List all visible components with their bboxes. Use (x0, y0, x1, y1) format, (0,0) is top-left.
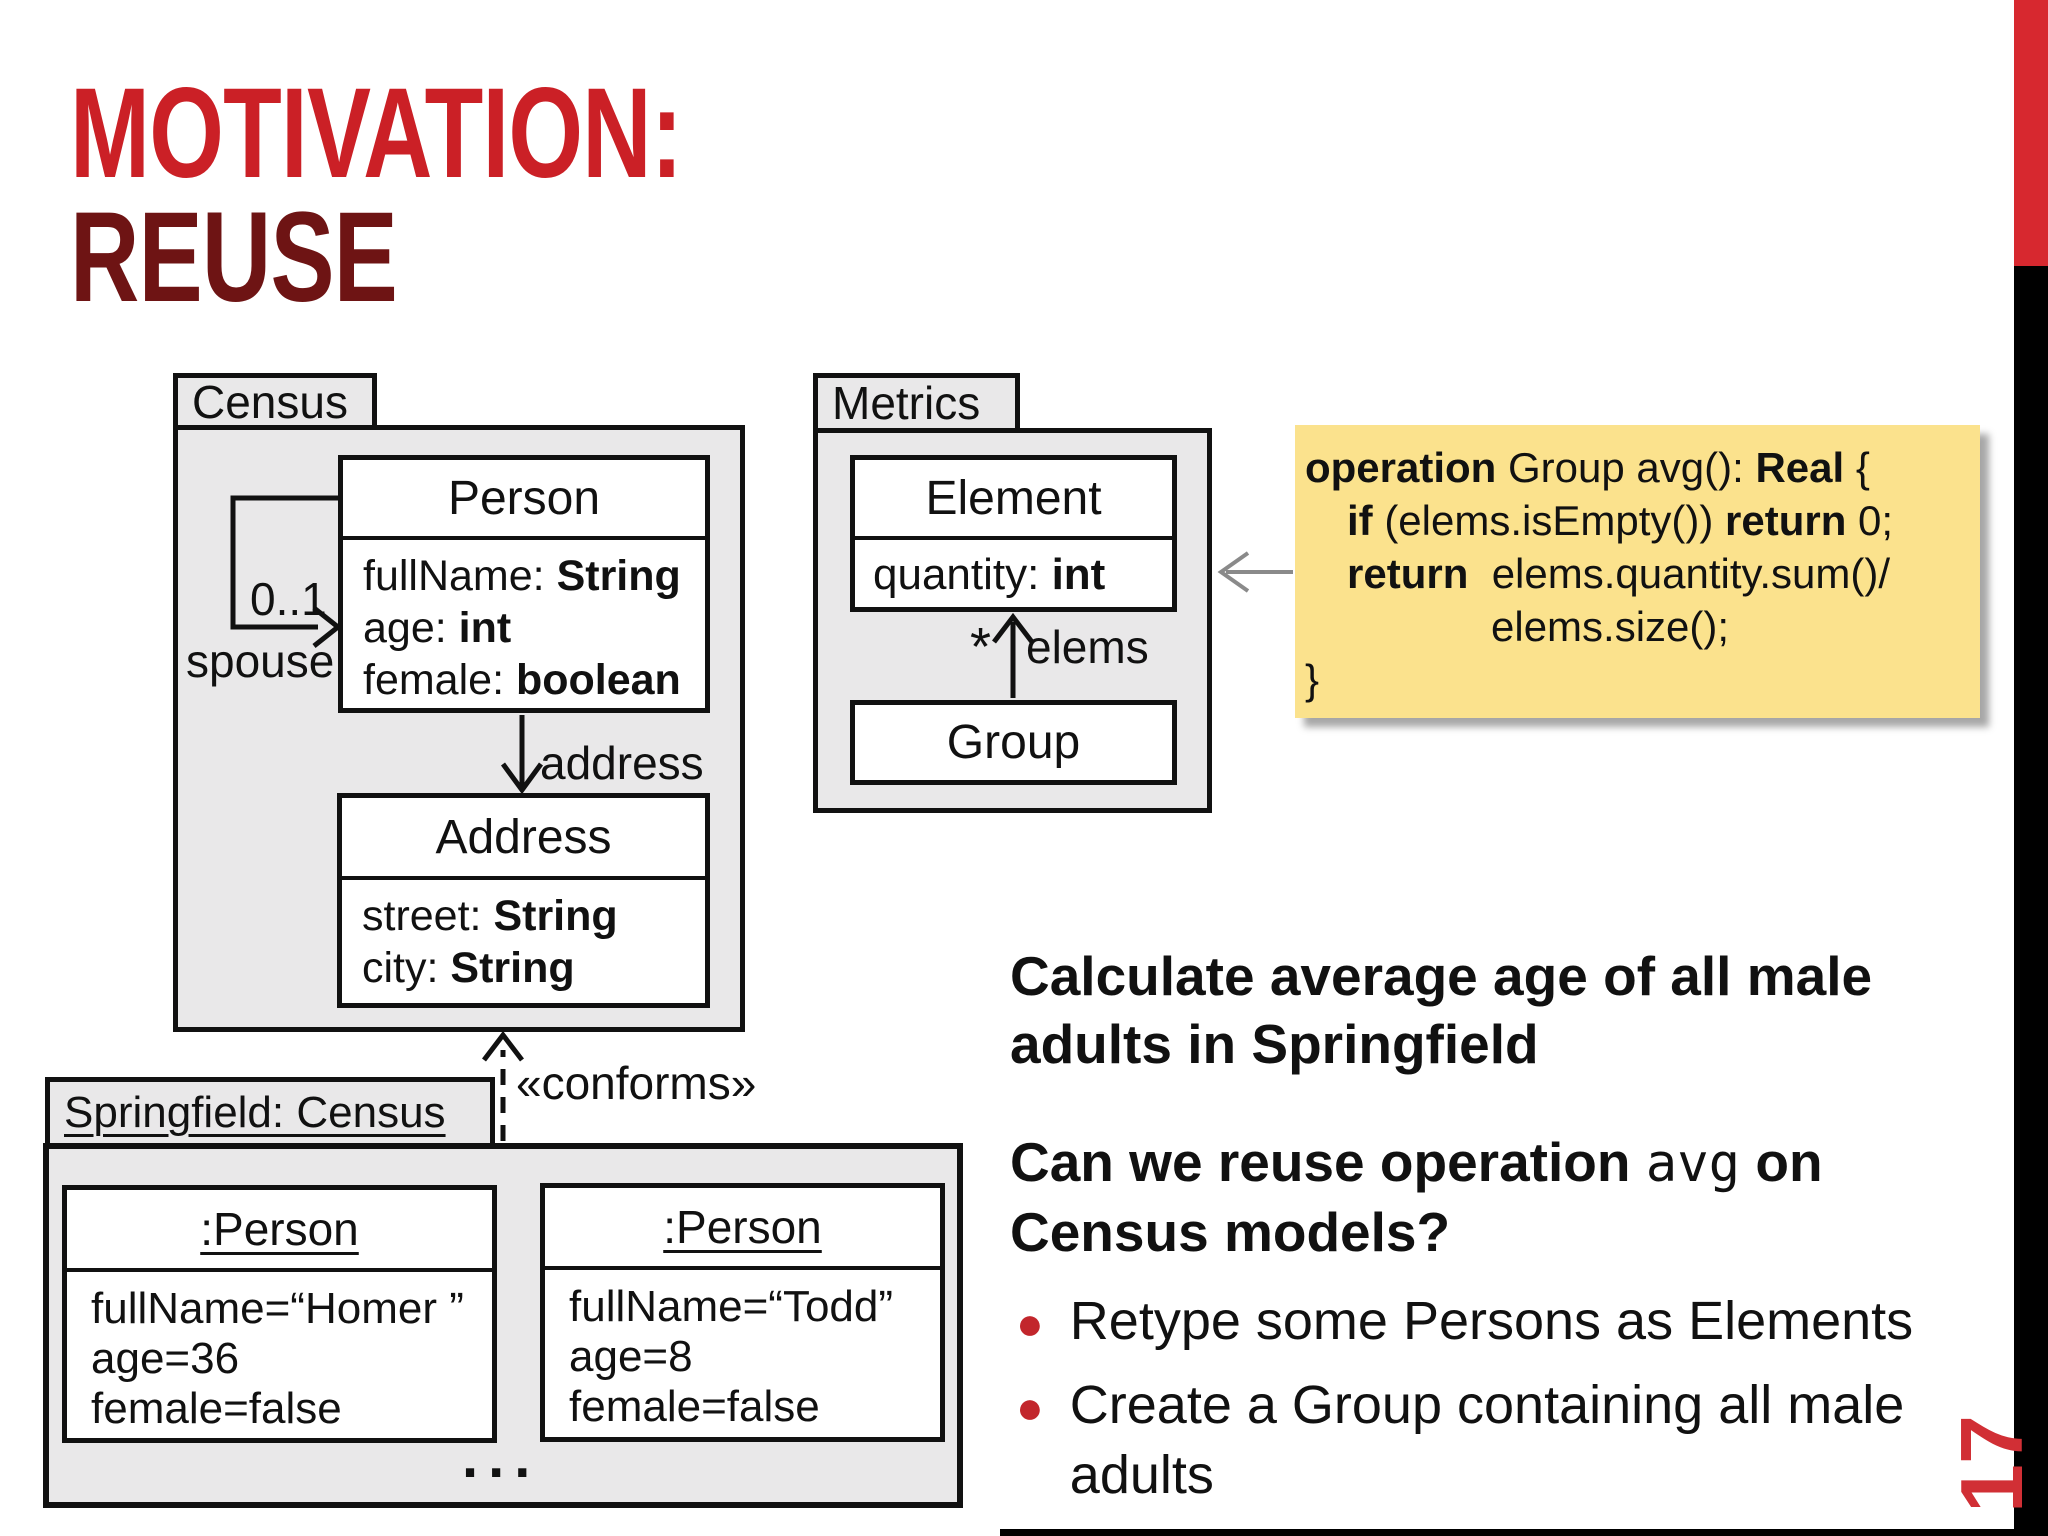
attribute-name: age: (363, 604, 459, 652)
code-text: 0; (1846, 497, 1894, 544)
paragraph-line: Calculate average age of all male (1010, 945, 1873, 1007)
person-instance-todd: :Person fullName=“Todd” age=8 female=fal… (540, 1183, 945, 1442)
bullet-list: ● Retype some Persons as Elements ● Crea… (1016, 1286, 2026, 1510)
page-title-line1: MOTIVATION: (70, 62, 683, 205)
attribute-row: city: String (362, 942, 705, 994)
metrics-package-tab: Metrics (813, 373, 1020, 429)
code-text: Group avg(): (1496, 444, 1756, 491)
list-item: ● Retype some Persons as Elements (1016, 1286, 2026, 1358)
code-keyword: if (1347, 497, 1373, 544)
instance-attribute: female=false (91, 1384, 342, 1433)
code-text: elems.size(); (1491, 603, 1730, 650)
attribute-name: fullName: (363, 552, 557, 600)
person-class-title: Person (343, 460, 705, 540)
attribute-name: quantity: (873, 550, 1052, 599)
elems-multiplicity-label: * (970, 617, 992, 677)
element-class-title: Element (855, 460, 1172, 540)
operation-code-note: operation Group avg(): Real { if (elems.… (1295, 425, 1980, 718)
note-pointer-arrow (1217, 551, 1293, 593)
page-title: MOTIVATION: REUSE (70, 62, 683, 329)
bullet-icon: ● (1016, 1381, 1044, 1433)
bullet-text: Retype some Persons as Elements (1069, 1291, 1914, 1351)
instance-attribute: female=false (569, 1382, 820, 1431)
element-class: Element quantity: int (850, 455, 1177, 612)
paragraph-text: on (1740, 1131, 1823, 1193)
attribute-row: female: boolean (363, 654, 705, 706)
question-paragraph-2: Can we reuse operation avg on Census mod… (1010, 1128, 1823, 1266)
page-title-line2: REUSE (70, 186, 398, 329)
question-paragraph-1: Calculate average age of all male adults… (1010, 942, 1872, 1078)
instance-title-text: :Person (200, 1203, 359, 1255)
paragraph-text: Can we reuse operation (1010, 1131, 1646, 1193)
code-text: elems.quantity.sum()/ (1468, 550, 1891, 597)
attribute-type: boolean (515, 656, 681, 704)
code-text: (elems.isEmpty()) (1372, 497, 1726, 544)
code-line: elems.size(); (1491, 600, 1980, 653)
instance-attribute: fullName=“Todd” (569, 1282, 894, 1331)
address-class: Address street: String city: String (337, 793, 710, 1008)
code-line: operation Group avg(): Real { (1305, 441, 1980, 494)
right-black-bar (2014, 266, 2048, 1536)
group-class-title: Group (946, 716, 1081, 769)
census-package-label: Census (192, 375, 348, 428)
instance-title-text: :Person (663, 1201, 822, 1253)
page-number: 17 (1942, 1415, 2041, 1513)
address-role-label: address (540, 737, 704, 789)
code-keyword: return (1347, 550, 1469, 597)
person-class-attributes: fullName: String age: int female: boolea… (343, 540, 705, 706)
code-keyword: return (1725, 497, 1847, 544)
springfield-package-label: Springfield: Census (64, 1087, 446, 1137)
instance-attribute: age=36 (91, 1334, 240, 1383)
springfield-package-tab: Springfield: Census (45, 1077, 495, 1143)
instance-attribute: age=8 (569, 1332, 693, 1381)
conforms-stereotype-label: «conforms» (516, 1057, 757, 1109)
bottom-black-strip (1000, 1529, 2048, 1536)
list-item: ● Create a Group containing all male adu… (1016, 1370, 2026, 1510)
attribute-name: city: (362, 944, 451, 992)
bullet-text: Create a Group containing all male adult… (1069, 1375, 1905, 1505)
code-keyword: Real (1755, 444, 1845, 491)
code-text: } (1305, 656, 1320, 703)
census-package-tab: Census (173, 373, 377, 428)
instance-attributes: fullName=“Todd” age=8 female=false (545, 1270, 940, 1432)
address-class-attributes: street: String city: String (342, 880, 705, 994)
instance-title: :Person (67, 1190, 492, 1272)
attribute-name: female: (363, 656, 516, 704)
attribute-type: int (1051, 550, 1106, 599)
attribute-name: street: (362, 892, 494, 940)
spouse-role-label: spouse (186, 635, 335, 687)
bullet-icon: ● (1016, 1297, 1044, 1349)
element-class-attributes: quantity: int (855, 540, 1172, 600)
attribute-row: street: String (362, 890, 705, 942)
inline-code-text: avg (1645, 1134, 1741, 1194)
code-line: if (elems.isEmpty()) return 0; (1347, 494, 1980, 547)
code-keyword: operation (1305, 444, 1497, 491)
person-class: Person fullName: String age: int female:… (338, 455, 710, 713)
elems-role-label: elems (1026, 621, 1149, 673)
instance-attributes: fullName=“Homer ” age=36 female=false (67, 1272, 492, 1434)
attribute-type: String (493, 892, 618, 940)
attribute-row: age: int (363, 602, 705, 654)
paragraph-line: Census models? (1010, 1201, 1451, 1263)
attribute-row: fullName: String (363, 550, 705, 602)
code-line: return elems.quantity.sum()/ (1347, 547, 1980, 600)
spouse-multiplicity-label: 0..1 (250, 573, 327, 625)
attribute-type: String (556, 552, 681, 600)
code-text: { (1844, 444, 1870, 491)
instance-title: :Person (545, 1188, 940, 1270)
right-red-bar (2014, 0, 2048, 266)
instance-attribute: fullName=“Homer ” (91, 1284, 464, 1333)
code-line: } (1305, 653, 1980, 706)
person-instance-homer: :Person fullName=“Homer ” age=36 female=… (62, 1185, 497, 1443)
paragraph-line: Can we reuse operation avg on (1010, 1128, 1823, 1198)
address-class-title: Address (342, 798, 705, 880)
paragraph-line: adults in Springfield (1010, 1013, 1539, 1075)
metrics-package-label: Metrics (832, 377, 981, 429)
attribute-type: int (458, 604, 512, 652)
attribute-type: String (450, 944, 575, 992)
group-class: Group (850, 700, 1177, 785)
